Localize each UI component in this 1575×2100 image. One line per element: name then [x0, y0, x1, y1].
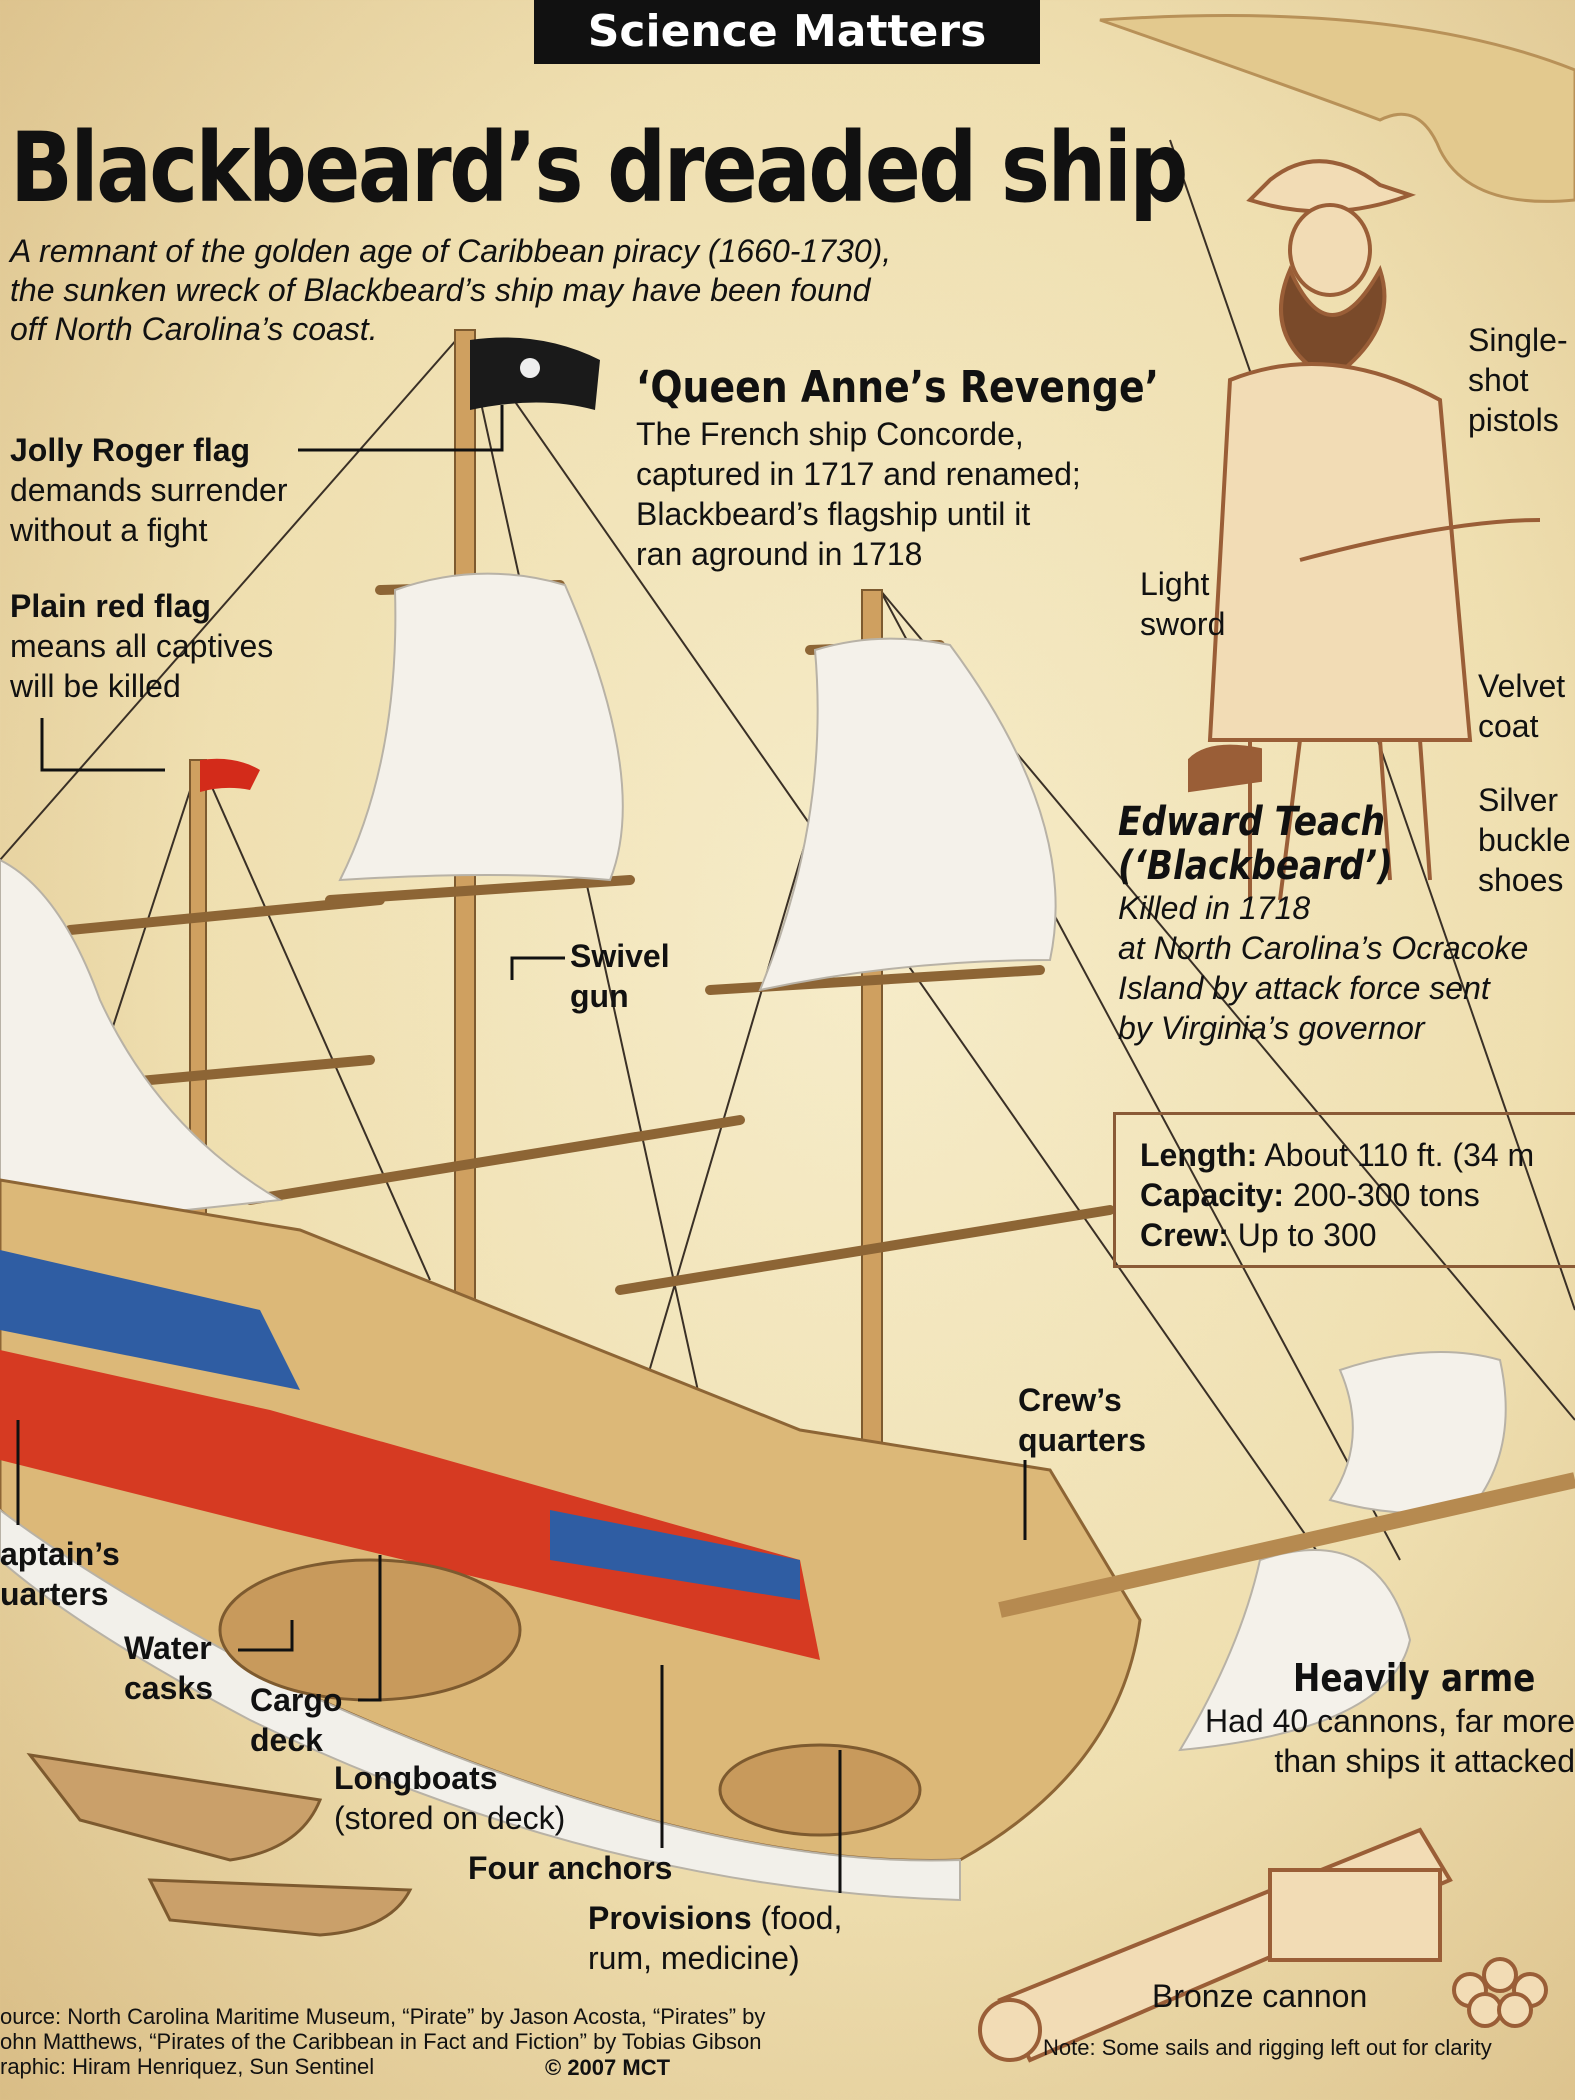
armed-title: Heavily arme [1293, 1656, 1536, 1700]
sword-label: Light sword [1140, 564, 1225, 644]
label-line: buckle [1478, 822, 1571, 858]
pistols-label: Single- shot pistols [1468, 320, 1568, 440]
jolly-roger-title: Jolly Roger flag [10, 432, 251, 468]
blackbeard-name: (‘Blackbeard’) [1118, 843, 1393, 889]
spec-value: Up to 300 [1228, 1217, 1377, 1253]
series-banner: Science Matters [534, 0, 1040, 64]
spec-key: Length: [1140, 1137, 1258, 1173]
red-flag-desc: will be killed [10, 668, 181, 704]
blackbeard-name: Edward Teach [1118, 799, 1386, 845]
intro-line: off North Carolina’s coast. [10, 311, 378, 347]
ship-desc-line: The French ship Concorde, [636, 416, 1024, 452]
label-line: aptain’s [0, 1536, 120, 1572]
red-flag-label: Plain red flag means all captives will b… [10, 586, 273, 706]
longboats-desc: (stored on deck) [334, 1800, 566, 1836]
label-line: coat [1478, 708, 1539, 744]
source-credits: ource: North Carolina Maritime Museum, “… [0, 2004, 765, 2079]
armed-desc: Had 40 cannons, far more [1205, 1703, 1575, 1739]
longboat [147, 1878, 413, 1937]
blackbeard-desc: Killed in 1718 [1118, 890, 1311, 926]
red-flag-desc: means all captives [10, 628, 274, 664]
label-line: quarters [1018, 1422, 1147, 1458]
spec-key: Capacity: [1140, 1177, 1285, 1213]
ship-desc-line: ran aground in 1718 [636, 536, 923, 572]
page-title: Blackbeard’s dreaded ship [10, 112, 1188, 224]
blackbeard-desc: by Virginia’s governor [1118, 1010, 1425, 1046]
spec-key: Crew: [1140, 1217, 1229, 1253]
spec-row: Capacity: 200-300 tons [1140, 1175, 1575, 1215]
ship-name: ‘Queen Anne’s Revenge’ [636, 362, 1160, 413]
jolly-roger-label: Jolly Roger flag demands surrender witho… [10, 430, 287, 550]
label-line: Swivel [570, 938, 670, 974]
label-line: casks [124, 1670, 213, 1706]
scroll-curl [1099, 14, 1575, 203]
label-line: Single- [1468, 322, 1568, 358]
source-line: ohn Matthews, “Pirates of the Caribbean … [0, 2029, 762, 2054]
ship-desc-line: captured in 1717 and renamed; [636, 456, 1081, 492]
water-casks-label: Water casks [124, 1628, 213, 1708]
label-line: Velvet [1478, 668, 1566, 704]
intro-line: the sunken wreck of Blackbeard’s ship ma… [10, 272, 871, 308]
shoes-label: Silver buckle shoes [1478, 780, 1571, 900]
red-flag-title: Plain red flag [10, 588, 211, 624]
blackbeard-desc: Island by attack force sent [1118, 970, 1490, 1006]
ship-info: ‘Queen Anne’s Revenge’ The French ship C… [636, 362, 1244, 574]
red-flag [200, 758, 260, 792]
label-line: Light [1140, 566, 1210, 602]
intro-line: A remnant of the golden age of Caribbean… [10, 233, 892, 269]
spec-value: 200-300 tons [1284, 1177, 1480, 1213]
provisions-label: Provisions (food, rum, medicine) [588, 1898, 842, 1978]
jolly-roger-desc: without a fight [10, 512, 208, 548]
jolly-roger-desc: demands surrender [10, 472, 288, 508]
longboat [26, 1752, 323, 1862]
label-line: Water [124, 1630, 212, 1666]
captains-quarters-label: aptain’s uarters [0, 1534, 120, 1614]
coat-label: Velvet coat [1478, 666, 1565, 746]
swivel-gun-label: Swivel gun [570, 936, 670, 1016]
label-line: shoes [1478, 862, 1564, 898]
four-anchors-label: Four anchors [468, 1850, 673, 1886]
spec-row: Crew: Up to 300 [1140, 1215, 1575, 1255]
provisions-title: Provisions [588, 1900, 752, 1936]
label-line: Silver [1478, 782, 1559, 818]
blackbeard-info: Edward Teach (‘Blackbeard’) Killed in 17… [1118, 800, 1528, 1048]
bronze-cannon-label: Bronze cannon [1152, 1978, 1368, 2014]
spec-value: About 110 ft. (34 m [1257, 1137, 1535, 1173]
label-line: pistols [1468, 402, 1559, 438]
heavily-armed-info: Heavily arme Had 40 cannons, far more th… [1182, 1655, 1575, 1781]
label-line: sword [1140, 606, 1226, 642]
blackbeard-desc: at North Carolina’s Ocracoke [1118, 930, 1529, 966]
provisions-desc: (food, [760, 1900, 843, 1936]
label-line: Crew’s [1018, 1382, 1122, 1418]
source-line: raphic: Hiram Henriquez, Sun Sentinel [0, 2054, 375, 2079]
longboats-title: Longboats [334, 1760, 498, 1796]
longboats-label: Longboats (stored on deck) [334, 1758, 565, 1838]
label-line: shot [1468, 362, 1529, 398]
ship-specs-box: Length: About 110 ft. (34 m Capacity: 20… [1113, 1112, 1575, 1268]
cargo-deck-label: Cargo deck [250, 1680, 342, 1760]
label-line: gun [570, 978, 629, 1014]
source-line: ource: North Carolina Maritime Museum, “… [0, 2004, 766, 2029]
intro-text: A remnant of the golden age of Caribbean… [10, 232, 1010, 349]
spec-row: Length: About 110 ft. (34 m [1140, 1135, 1575, 1175]
label-line: Cargo [250, 1682, 343, 1718]
armed-desc: than ships it attacked [1274, 1743, 1575, 1779]
crew-quarters-label: Crew’s quarters [1018, 1380, 1146, 1460]
label-line: deck [250, 1722, 323, 1758]
copyright: © 2007 MCT [545, 2055, 671, 2080]
clarity-note: Note: Some sails and rigging left out fo… [1043, 2035, 1492, 2060]
provisions-desc: rum, medicine) [588, 1940, 800, 1976]
label-line: uarters [0, 1576, 109, 1612]
ship-desc-line: Blackbeard’s flagship until it [636, 496, 1031, 532]
